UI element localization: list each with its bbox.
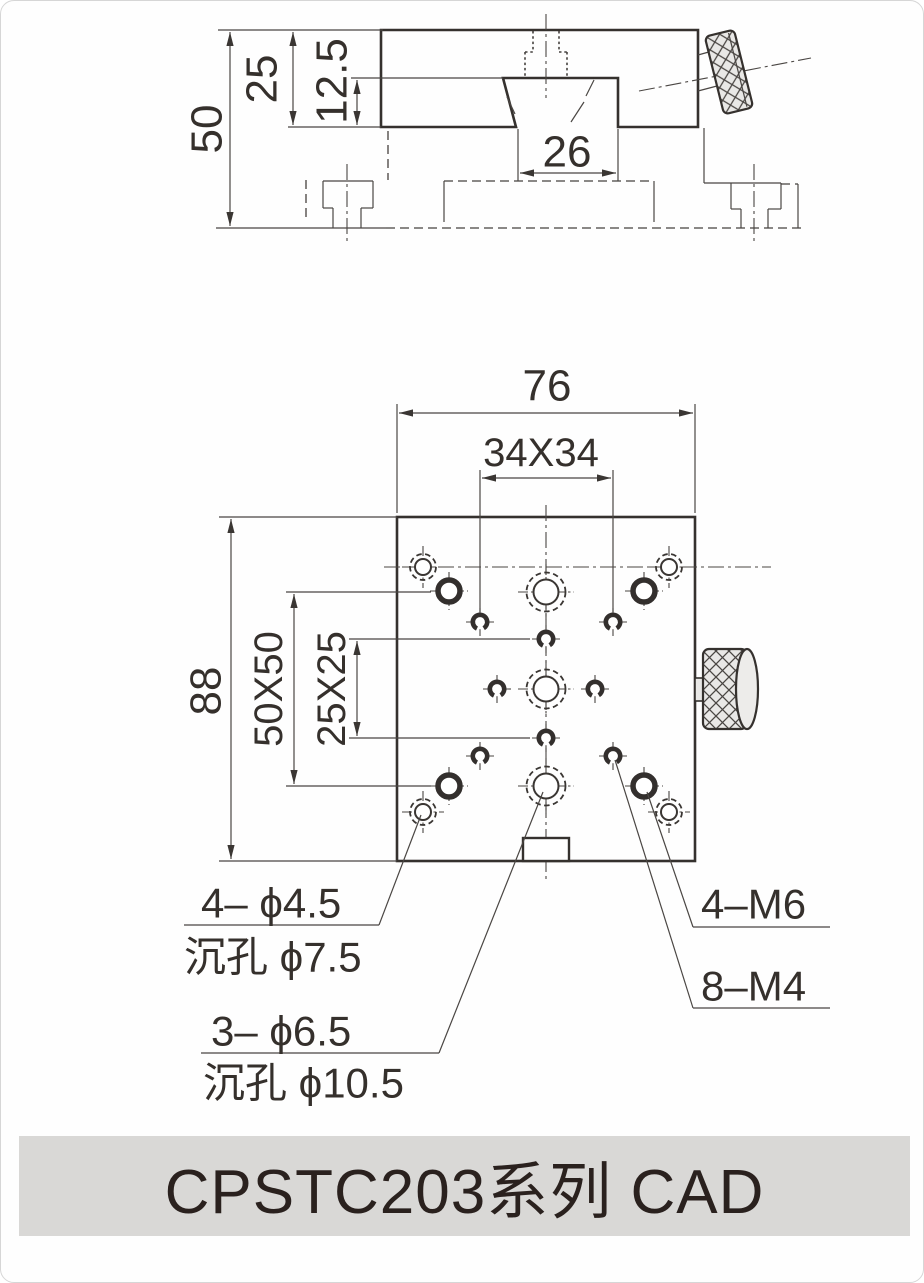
dim-76: 76 <box>523 362 572 411</box>
callout-m4-holes: 8–M4 <box>701 963 806 1010</box>
hidden-screw-hole <box>524 31 568 77</box>
title-bar: CPSTC203系列 CAD <box>19 1136 910 1236</box>
hole-callouts: 4– ϕ4.5 沉孔 ϕ7.5 3– ϕ6.5 沉孔 ϕ10.5 4–M6 8–… <box>184 759 830 1107</box>
center-counterbore-holes <box>517 563 575 815</box>
plan-view <box>384 505 771 883</box>
side-view-dimensions: 50 25 12.5 26 <box>183 29 616 226</box>
callout-corner-holes-cbore: 沉孔 ϕ7.5 <box>184 934 362 981</box>
dim-12-5: 12.5 <box>308 38 357 124</box>
side-view-block <box>379 28 700 129</box>
knurled-knob-plan <box>694 647 760 731</box>
callout-center-holes-qty: 3– ϕ6.5 <box>211 1008 351 1055</box>
dim-88: 88 <box>182 667 231 716</box>
side-view <box>216 14 812 242</box>
plan-view-dimensions: 76 34X34 88 50X50 25X25 <box>182 362 696 862</box>
bottom-notch <box>521 836 571 863</box>
dim-50: 50 <box>183 105 232 154</box>
base-outline <box>216 128 801 242</box>
dim-34x34: 34X34 <box>483 431 599 475</box>
knurled-knob-side <box>704 29 754 115</box>
slot-chamfer-ticks <box>506 79 595 123</box>
title-text: CPSTC203系列 CAD <box>164 1158 765 1227</box>
dim-25: 25 <box>238 55 287 104</box>
dim-50x50: 50X50 <box>247 631 291 747</box>
callout-center-holes-cbore: 沉孔 ϕ10.5 <box>203 1060 404 1107</box>
callout-m6-holes: 4–M6 <box>701 881 806 928</box>
dim-25x25: 25X25 <box>310 631 354 747</box>
callout-corner-holes-qty: 4– ϕ4.5 <box>201 880 341 927</box>
dim-26: 26 <box>543 128 592 177</box>
